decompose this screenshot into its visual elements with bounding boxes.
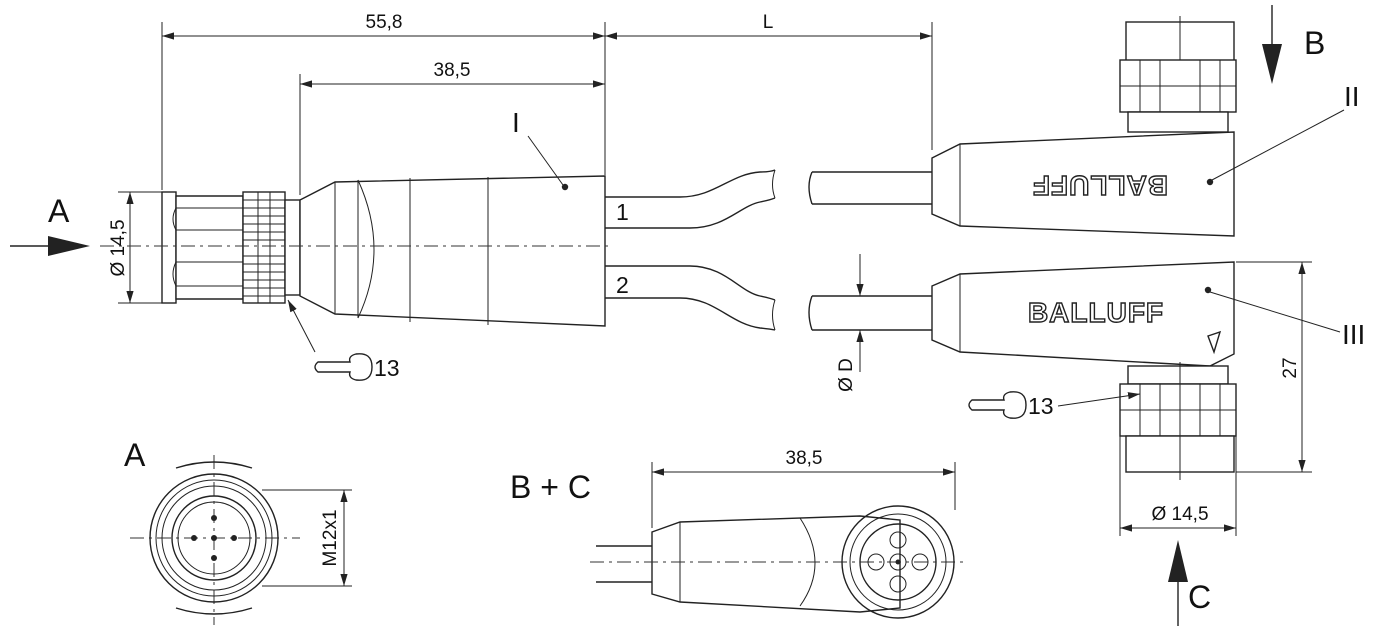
section-view-bc: B + C 38,5 bbox=[510, 448, 965, 619]
dimension-diameter-a-label: Ø 14,5 bbox=[108, 219, 129, 276]
view-arrow-b: B bbox=[1262, 5, 1325, 84]
section-view-a: A M12x1 bbox=[124, 437, 352, 625]
wrench-left-icon bbox=[314, 353, 373, 381]
brand-bottom-label: BALLUFF bbox=[1028, 297, 1164, 328]
dimension-body-length: 38,5 bbox=[299, 60, 605, 195]
dimension-overall-length-label: 55,8 bbox=[366, 12, 403, 33]
cable-1: 1 bbox=[605, 169, 932, 229]
view-arrow-a: A bbox=[10, 193, 90, 256]
brand-top-label: BALLUFF bbox=[1032, 170, 1168, 201]
dimension-cable-diameter-label: Ø D bbox=[836, 358, 857, 392]
wrench-size-left-label: 13 bbox=[374, 355, 400, 381]
section-view-bc-label: B + C bbox=[510, 469, 591, 505]
callout-part-ii: II bbox=[1344, 81, 1360, 112]
view-arrow-a-label: A bbox=[48, 193, 70, 229]
dimension-thread-label: M12x1 bbox=[320, 509, 341, 566]
dimension-height-iii-label: 27 bbox=[1280, 357, 1301, 378]
section-view-a-label: A bbox=[124, 437, 146, 473]
callout-part-iii: III bbox=[1342, 319, 1365, 350]
dimension-overall-length: 55,8 bbox=[161, 12, 606, 190]
dimension-cable-length: L bbox=[605, 12, 933, 150]
dimension-cable-length-label: L bbox=[763, 12, 774, 33]
wrench-right-icon bbox=[968, 391, 1027, 419]
dimension-cable-diameter: Ø D bbox=[836, 254, 870, 392]
dimension-diameter-c-label: Ø 14,5 bbox=[1151, 504, 1208, 525]
angle-connector-ii: BALLUFF II bbox=[931, 16, 1360, 237]
wrench-size-right-label: 13 bbox=[1028, 393, 1054, 419]
wire-2-label: 2 bbox=[616, 272, 629, 298]
wire-1-label: 1 bbox=[616, 199, 629, 225]
cable-2: 2 bbox=[605, 265, 932, 331]
dimension-diameter-c: Ø 14,5 bbox=[1119, 436, 1237, 536]
dimension-body-length-label: 38,5 bbox=[434, 60, 471, 81]
callout-part-i: I bbox=[512, 107, 520, 138]
straight-connector: Ø 14,5 bbox=[100, 107, 610, 381]
view-arrow-c: C bbox=[1168, 540, 1211, 626]
angle-connector-iii: BALLUFF III 13 bbox=[931, 261, 1365, 480]
view-arrow-c-label: C bbox=[1188, 579, 1211, 615]
view-arrow-b-label: B bbox=[1304, 25, 1325, 61]
dimension-height-iii: 27 bbox=[1236, 261, 1312, 473]
dimension-bc-body-length-label: 38,5 bbox=[786, 448, 823, 469]
knurl-lines bbox=[243, 192, 285, 303]
